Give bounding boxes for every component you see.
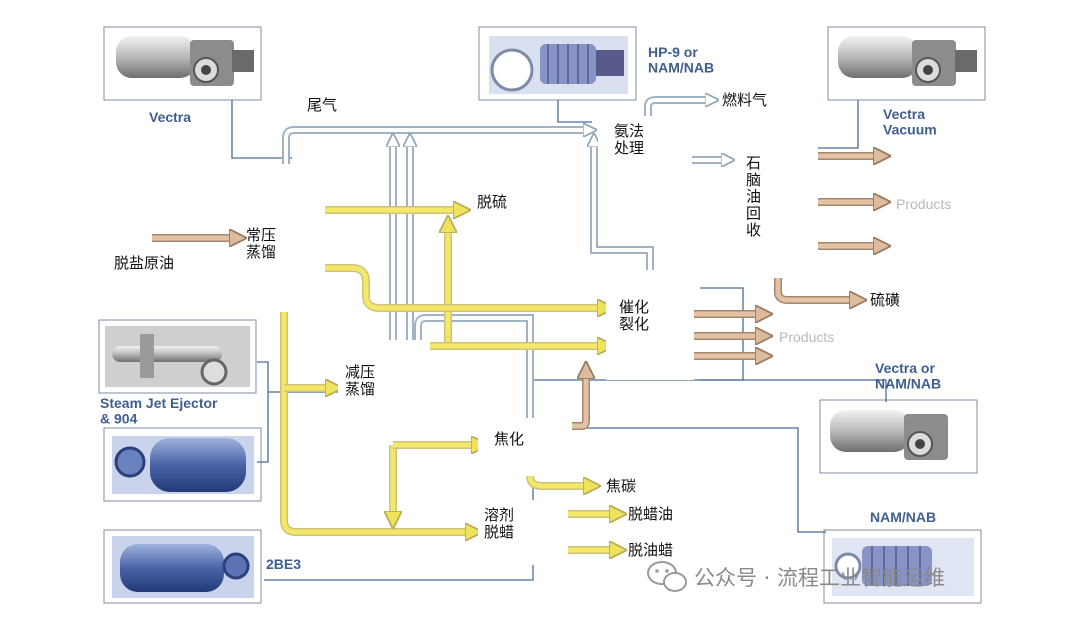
stream-dewaxed-oil: 脱蜡油 (628, 505, 673, 523)
unit-coking: 焦化 (494, 430, 524, 448)
unit-atmospheric-distillation: 常压蒸馏 (246, 226, 276, 261)
stream-deoiled-wax: 脱油蜡 (628, 541, 673, 559)
products-cracking-label: Products (779, 329, 834, 345)
equipment-nam-nab-label: NAM/NAB (870, 509, 936, 525)
equipment-vectra-label: Vectra (149, 109, 191, 125)
products-naphtha-label: Products (896, 196, 951, 212)
wechat-icon (647, 561, 687, 592)
watermark-text: 公众号 · 流程工业智能运维 (694, 566, 945, 590)
unit-vacuum-distillation: 减压蒸馏 (345, 363, 375, 398)
stream-desulfurization: 脱硫 (477, 193, 507, 211)
steam-jet-ejector-image (98, 319, 257, 394)
equipment-2be3-label: 2BE3 (266, 556, 301, 572)
stream-coke: 焦碳 (606, 477, 636, 495)
equipment-steam-jet-label: Steam Jet Ejector& 904 (100, 395, 218, 427)
gas-pipes (282, 100, 728, 420)
nam-nab-pump-image (823, 529, 982, 604)
hp9-pump-image (478, 26, 637, 101)
2be3-pump-image (103, 529, 262, 604)
stream-sulfur: 硫磺 (870, 291, 900, 309)
stream-desalted-crude: 脱盐原油 (114, 254, 174, 272)
product-pipes (152, 156, 882, 430)
stream-tail-gas: 尾气 (307, 96, 337, 114)
unit-catalytic-cracking: 催化裂化 (619, 298, 649, 333)
vectra-pump-image (103, 26, 262, 101)
hydrocarbon-pipes (280, 210, 618, 550)
vectra-nam-pump-image (819, 399, 978, 474)
watermark: 公众号 · 流程工业智能运维 (647, 561, 945, 592)
unit-amine-treatment: 氨法处理 (614, 122, 644, 157)
unit-naphtha-recovery: 石脑油回收 (746, 154, 761, 239)
vectra-vacuum-pump-image (827, 26, 986, 101)
stream-fuel-gas: 燃料气 (722, 91, 767, 109)
pump-904-image (103, 427, 262, 502)
unit-boxes (247, 116, 818, 560)
unit-solvent-dewaxing: 溶剂脱蜡 (484, 506, 514, 541)
